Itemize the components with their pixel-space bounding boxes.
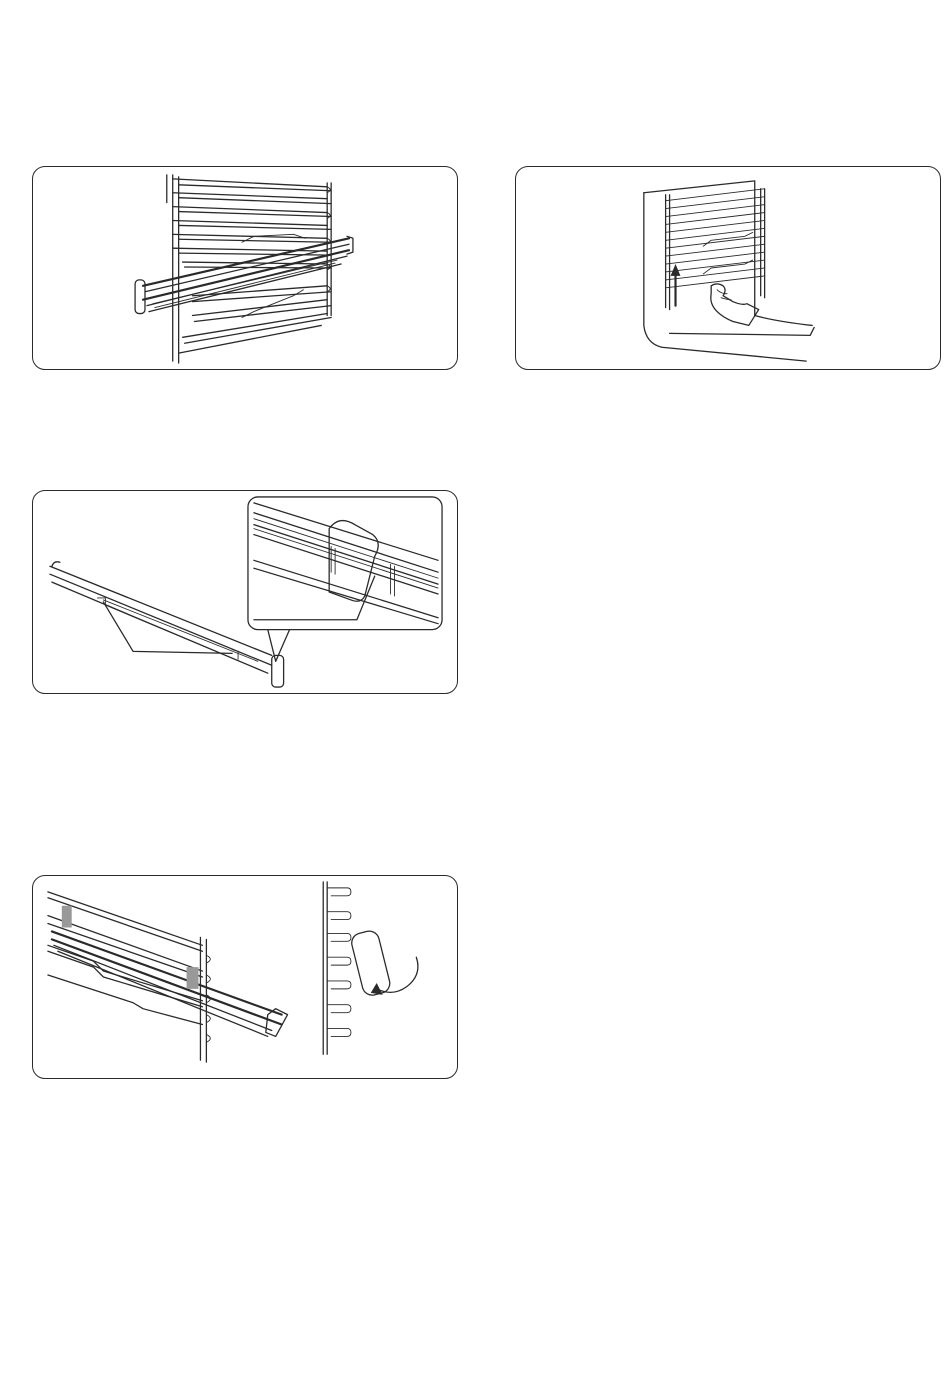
detail-callout (248, 497, 442, 661)
figure-panel-lifting-rack (515, 166, 941, 370)
runner-fitting-and-rotation-illustration (33, 876, 457, 1078)
telescopic-runner-clip-detail-illustration (33, 491, 457, 693)
figure-panel-runner-fitting (32, 875, 458, 1079)
hand-lifting-side-rack-illustration (516, 167, 940, 369)
rack-bars (666, 189, 765, 288)
rack-with-runner (48, 892, 288, 1062)
rotate-arrow (377, 957, 418, 992)
figure-panel-rack-with-runner (32, 166, 458, 370)
rack-with-telescopic-runner-illustration (33, 167, 457, 369)
telescopic-runner (135, 236, 353, 313)
pointer-lines (103, 602, 232, 653)
figure-panel-runner-clip-detail (32, 490, 458, 694)
rotation-detail (323, 882, 418, 1054)
hand-icon (711, 284, 759, 326)
